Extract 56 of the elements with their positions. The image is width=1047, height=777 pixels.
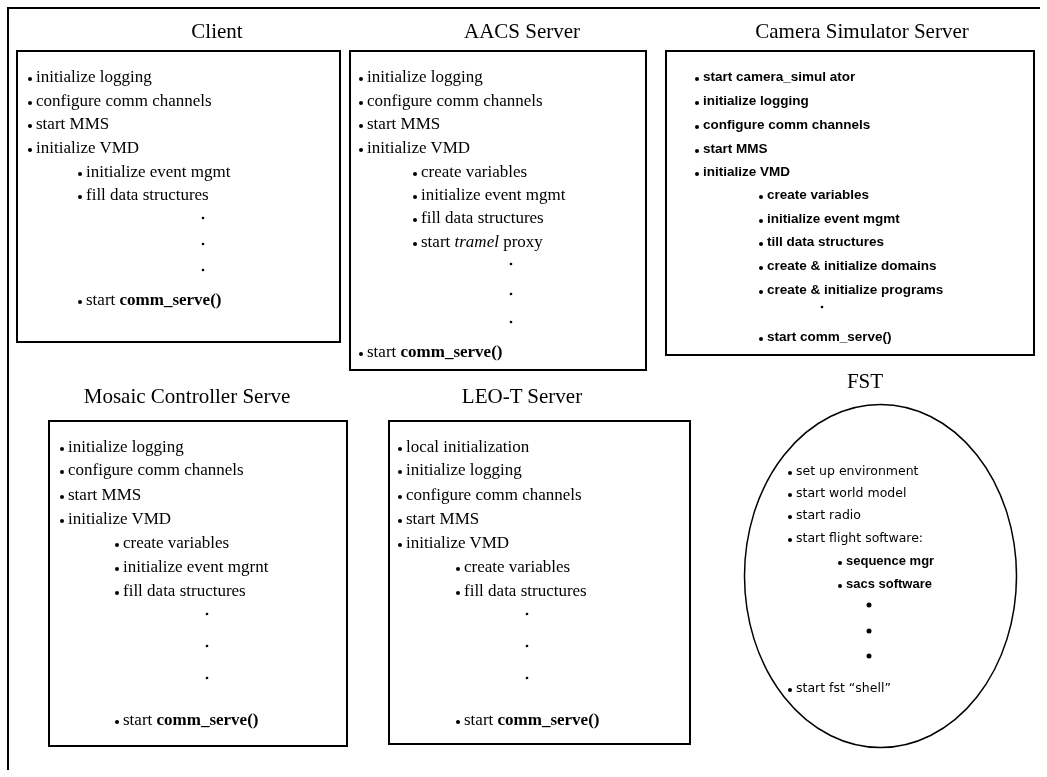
list-item: start camera_simul ator	[695, 67, 856, 87]
list-item: start comm_serve()	[78, 290, 222, 310]
list-item: initialize event mgmt	[413, 185, 566, 205]
list-item: initialize logging	[60, 437, 184, 457]
list-item: start flight software:	[788, 528, 924, 548]
list-item: sacs software	[838, 574, 932, 594]
list-item: initialize VMD	[28, 138, 140, 158]
list-item: start world model	[788, 483, 907, 503]
list-item: start comm_serve()	[456, 710, 600, 730]
list-item: fill data structures	[115, 581, 246, 601]
list-item: initialize VMD	[60, 509, 172, 529]
list-item: initialize VMD	[695, 162, 790, 182]
list-item: initialize logging	[398, 460, 522, 480]
heading: Mosaic Controller Serve	[83, 384, 291, 409]
list-item: create variables	[413, 162, 528, 182]
list-item: start MMS	[28, 114, 110, 134]
list-item: initialize event mgmt	[78, 162, 231, 182]
list-item: configure comm channels	[28, 91, 212, 111]
list-item: initialize VMD	[359, 138, 471, 158]
list-item: start MMS	[398, 509, 480, 529]
list-item: start comm_serve()	[759, 327, 892, 347]
list-item: configure comm channels	[359, 91, 543, 111]
list-item: till data structures	[759, 232, 885, 252]
list-item: local initialization	[398, 437, 530, 457]
list-item: fill data structures	[456, 581, 587, 601]
list-item: initialize logging	[359, 67, 483, 87]
heading: Client	[191, 19, 243, 44]
list-item: set up environment	[788, 461, 919, 481]
list-item: initialize logging	[28, 67, 152, 87]
heading: LEO-T Server	[461, 384, 583, 409]
list-item: configure comm channels	[398, 485, 582, 505]
list-item: sequence mgr	[838, 551, 935, 571]
list-item: initialize VMD	[398, 533, 510, 553]
list-item: configure comm channels	[695, 115, 871, 135]
list-item: create & initialize domains	[759, 256, 937, 276]
list-item: configure comm channels	[60, 460, 244, 480]
list-item: create variables	[115, 533, 230, 553]
list-item: start radio	[788, 505, 861, 525]
list-item: initialize logging	[695, 91, 809, 111]
heading: AACS Server	[463, 19, 581, 44]
heading: FST	[846, 369, 884, 394]
list-item: start MMS	[60, 485, 142, 505]
list-item: start MMS	[695, 139, 768, 159]
list-item: initialize event mgmt	[759, 209, 900, 229]
list-item: create variables	[759, 185, 870, 205]
list-item: start MMS	[359, 114, 441, 134]
list-item: create variables	[456, 557, 571, 577]
list-item: fill data structures	[78, 185, 209, 205]
list-item: start comm_serve()	[359, 342, 503, 362]
list-item: initialize event mgrnt	[115, 557, 269, 577]
heading: Camera Simulator Server	[755, 19, 969, 44]
list-item: fill data structures	[413, 208, 544, 228]
list-item: start fst “shell”	[788, 678, 891, 698]
list-item: start tramel proxy	[413, 232, 543, 252]
list-item: create & initialize programs	[759, 280, 944, 300]
list-item: start comm_serve()	[115, 710, 259, 730]
